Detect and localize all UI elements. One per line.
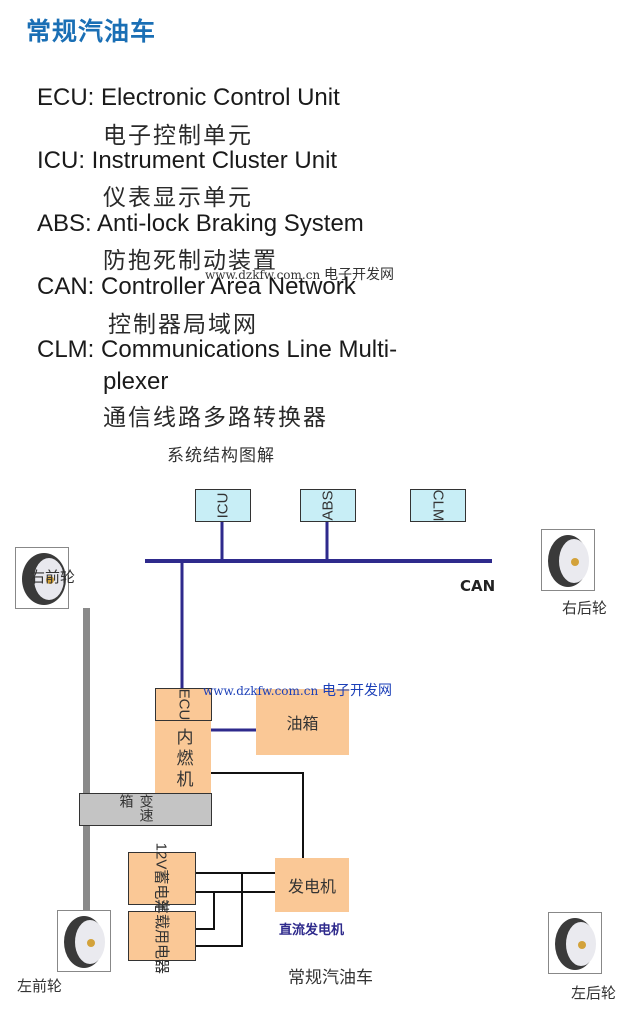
- glossary-ecu-chinese: 电子控制单元: [103, 123, 253, 149]
- node-clm: CLM: [410, 489, 466, 522]
- node-engine-label: 内燃机: [172, 727, 193, 791]
- wheel-front-left: [57, 910, 111, 972]
- node-appliances-label: 车载用电器: [152, 898, 170, 974]
- page-title: 常规汽油车: [26, 17, 157, 46]
- glossary-clm-english-1: CLM: Communications Line Multi-: [37, 336, 398, 363]
- node-generator: 发电机: [275, 858, 349, 912]
- wheel-icon: [555, 918, 596, 970]
- diagram-heading: 系统结构图解: [167, 446, 275, 466]
- node-engine: 内燃机: [155, 720, 211, 798]
- wheel-icon: [548, 535, 589, 587]
- node-abs: ABS: [300, 489, 356, 522]
- wheel-front-right-label: 右前轮: [30, 568, 76, 586]
- diagram-caption: 常规汽油车: [288, 968, 373, 988]
- glossary-can-english: CAN: Controller Area Network: [37, 273, 356, 300]
- glossary-abs-chinese: 防抱死制动装置: [103, 248, 278, 274]
- wheel-front-left-label: 左前轮: [17, 977, 63, 995]
- watermark-name: 电子开发网: [324, 267, 394, 283]
- watermark-url: www.dzkfw.com.cn: [203, 684, 319, 698]
- glossary-icu-chinese: 仪表显示单元: [103, 185, 253, 211]
- wheel-rear-left: [548, 912, 602, 974]
- watermark-url: www.dzkfw.com.cn: [205, 268, 321, 282]
- watermark-name: 电子开发网: [322, 683, 392, 699]
- glossary-clm-english-2: plexer: [103, 368, 169, 395]
- node-ecu: ECU: [155, 688, 212, 721]
- generator-caption: 直流发电机: [279, 923, 345, 938]
- watermark-diagram: www.dzkfw.com.cn 电子开发网: [203, 680, 392, 700]
- node-abs-label: ABS: [319, 490, 337, 521]
- glossary-can-chinese: 控制器局域网: [108, 312, 258, 338]
- wheel-rear-left-label: 左后轮: [571, 984, 617, 1002]
- engine-generator-link: [210, 772, 304, 858]
- wheel-rear-right: [541, 529, 595, 591]
- watermark-top: www.dzkfw.com.cn 电子开发网: [205, 264, 394, 284]
- node-gearbox: 变速箱: [79, 793, 212, 826]
- glossary-clm-chinese: 通信线路多路转换器: [103, 405, 328, 431]
- node-appliances: 车载用电器: [128, 898, 196, 974]
- can-bus-label: CAN: [460, 577, 496, 595]
- glossary-abs-english: ABS: Anti-lock Braking System: [37, 210, 364, 237]
- wheel-icon: [22, 553, 66, 605]
- node-icu-label: ICU: [214, 492, 232, 519]
- node-fuel-tank-label: 油箱: [286, 714, 319, 733]
- node-fuel-tank: 油箱: [256, 689, 349, 755]
- node-clm-label: CLM: [429, 489, 447, 522]
- glossary-icu-english: ICU: Instrument Cluster Unit: [37, 147, 338, 174]
- node-gearbox-label: 变速箱: [117, 794, 154, 822]
- node-ecu-label: ECU: [174, 688, 192, 721]
- node-battery: 12V蓄电池: [128, 843, 196, 914]
- wheel-rear-right-label: 右后轮: [562, 599, 608, 617]
- glossary-ecu-english: ECU: Electronic Control Unit: [37, 84, 340, 111]
- wheel-front-right: [15, 547, 69, 609]
- drive-shaft: [83, 608, 90, 912]
- node-generator-label: 发电机: [287, 877, 336, 896]
- wheel-icon: [64, 916, 105, 968]
- node-icu: ICU: [195, 489, 251, 522]
